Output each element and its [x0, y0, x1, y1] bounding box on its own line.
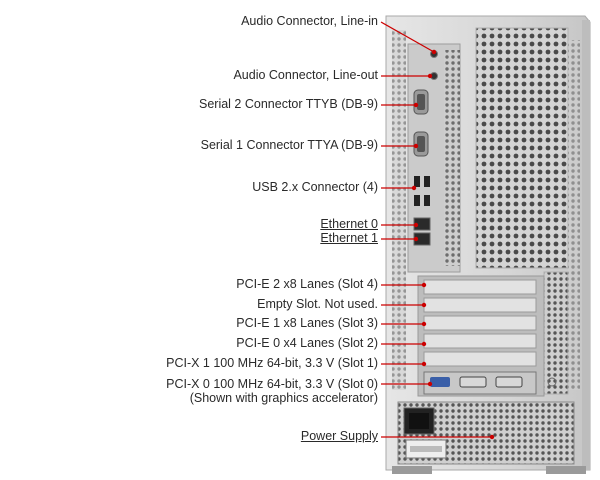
label-pcix-slot1: PCI-X 1 100 MHz 64-bit, 3.3 V (Slot 1)	[166, 356, 378, 370]
label-pcie-slot4: PCI-E 2 x8 Lanes (Slot 4)	[236, 277, 378, 291]
ethernet0-port	[413, 217, 431, 231]
pci-slot-2	[423, 333, 537, 349]
label-pcie-slot3: PCI-E 1 x8 Lanes (Slot 3)	[236, 316, 378, 330]
lower-vent-grille	[543, 271, 569, 395]
pci-slot-1	[423, 351, 537, 367]
pci-slot-3	[423, 315, 537, 331]
usb-port	[414, 176, 420, 187]
label-empty-slot: Empty Slot. Not used.	[257, 297, 378, 311]
label-pcix-slot0-note: (Shown with graphics accelerator)	[189, 391, 378, 405]
upper-vent-grille	[475, 27, 569, 269]
label-audio-line-in: Audio Connector, Line-in	[241, 14, 378, 28]
pci-slot-empty	[423, 297, 537, 313]
label-audio-line-out: Audio Connector, Line-out	[233, 68, 378, 82]
label-serial1: Serial 1 Connector TTYA (DB-9)	[200, 138, 378, 152]
leader-lines	[380, 21, 495, 440]
label-ethernet0[interactable]: Ethernet 0	[320, 217, 378, 231]
label-ethernet1[interactable]: Ethernet 1	[320, 231, 378, 245]
label-usb: USB 2.x Connector (4)	[252, 180, 378, 194]
label-serial2: Serial 2 Connector TTYB (DB-9)	[199, 97, 378, 111]
pci-slot-4	[423, 279, 537, 295]
label-pcie-slot2: PCI-E 0 x4 Lanes (Slot 2)	[236, 336, 378, 350]
label-pcix-slot0: PCI-X 0 100 MHz 64-bit, 3.3 V (Slot 0)	[166, 377, 378, 391]
label-power-supply[interactable]: Power Supply	[300, 429, 378, 443]
